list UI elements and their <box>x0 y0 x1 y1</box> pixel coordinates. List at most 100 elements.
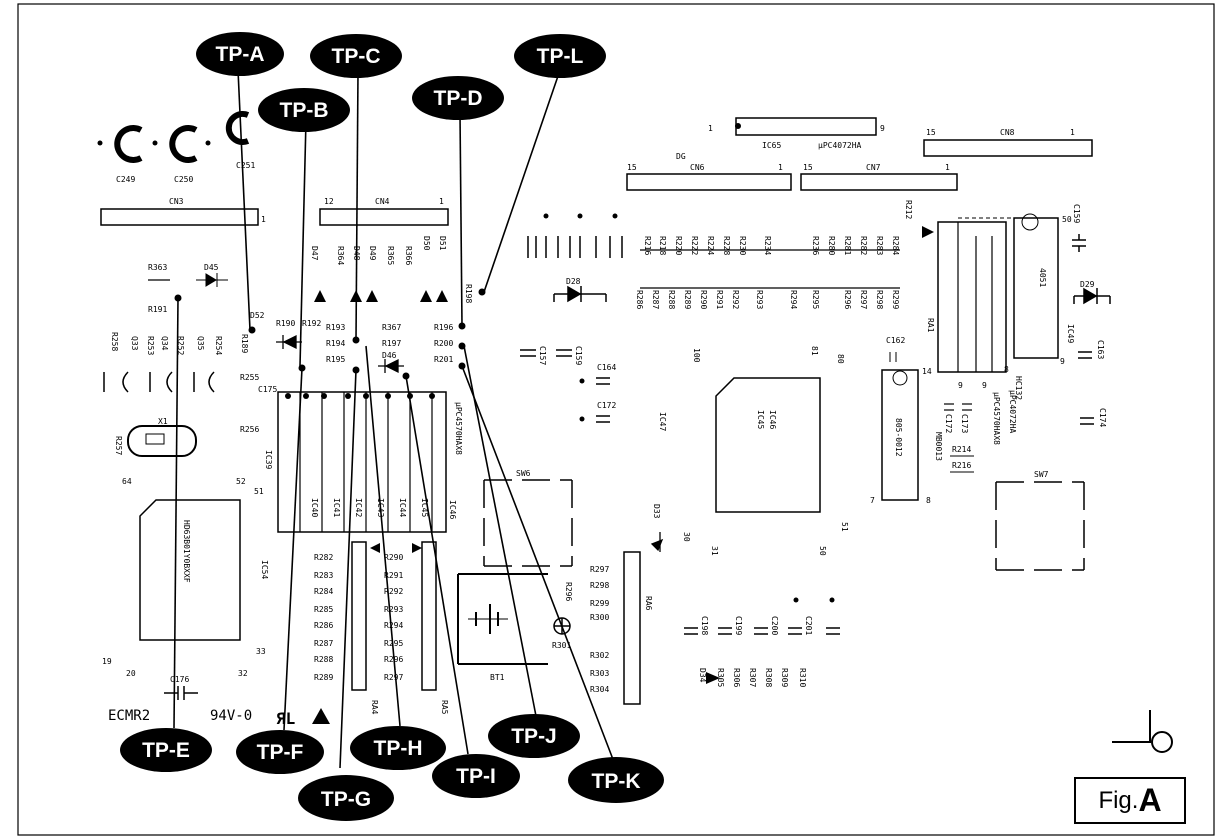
svg-text:R298: R298 <box>590 581 609 590</box>
svg-text:R294: R294 <box>789 290 798 309</box>
svg-text:R212: R212 <box>904 200 913 219</box>
test-point-tp-h[interactable]: TP-H <box>350 726 446 770</box>
svg-text:R287: R287 <box>651 290 660 309</box>
svg-text:IC65: IC65 <box>762 141 781 150</box>
svg-text:R367: R367 <box>382 323 401 332</box>
svg-text:DG: DG <box>676 152 686 161</box>
test-point-tp-g[interactable]: TP-G <box>298 775 394 821</box>
svg-text:μPC4570HAX8: μPC4570HAX8 <box>992 392 1001 445</box>
test-point-tp-e[interactable]: TP-E <box>120 728 212 772</box>
test-point-tp-f[interactable]: TP-F <box>236 730 324 774</box>
svg-text:R286: R286 <box>314 621 333 630</box>
svg-text:C162: C162 <box>886 336 905 345</box>
svg-text:R302: R302 <box>590 651 609 660</box>
svg-text:30: 30 <box>682 532 691 542</box>
ground-symbol-icon <box>1112 710 1173 753</box>
svg-text:IC44: IC44 <box>398 498 407 517</box>
ic65-chip <box>735 117 877 136</box>
diode-d33 <box>650 532 664 552</box>
svg-text:R292: R292 <box>384 587 403 596</box>
svg-text:R228: R228 <box>722 236 731 255</box>
svg-text:C157: C157 <box>538 346 547 365</box>
test-point-tp-j[interactable]: TP-J <box>488 714 580 758</box>
capacitor-c163 <box>1072 234 1086 252</box>
svg-text:R295: R295 <box>384 639 403 648</box>
svg-text:R303: R303 <box>590 669 609 678</box>
svg-text:1: 1 <box>778 163 783 172</box>
svg-text:R297: R297 <box>384 673 403 682</box>
svg-text:C172: C172 <box>944 414 953 433</box>
svg-text:64: 64 <box>122 477 132 486</box>
cn3-label: CN3 <box>169 197 184 206</box>
svg-text:9: 9 <box>1060 357 1065 366</box>
svg-text:R297: R297 <box>590 565 609 574</box>
test-point-tp-b[interactable]: TP-B <box>258 88 350 132</box>
svg-text:805-0012: 805-0012 <box>894 418 903 457</box>
cn8-label: CN8 <box>1000 128 1015 137</box>
test-point-tp-k[interactable]: TP-K <box>568 757 664 803</box>
svg-text:R289: R289 <box>683 290 692 309</box>
svg-text:R214: R214 <box>952 445 971 454</box>
diode-d28 <box>553 285 607 303</box>
test-point-tp-d[interactable]: TP-D <box>412 76 504 120</box>
svg-text:R196: R196 <box>434 323 453 332</box>
test-point-tp-a[interactable]: TP-A <box>196 32 284 76</box>
svg-text:9: 9 <box>880 124 885 133</box>
svg-text:50: 50 <box>818 546 827 556</box>
svg-text:TP-E: TP-E <box>142 739 190 762</box>
svg-text:Q35: Q35 <box>196 336 205 351</box>
cn4-label: CN4 <box>375 197 390 206</box>
resistor-array-ra5 <box>421 541 437 691</box>
capacitor-labels-row: C198 C199 C200 C201 <box>700 616 813 635</box>
svg-text:R291: R291 <box>715 290 724 309</box>
test-point-tp-l[interactable]: TP-L <box>514 34 606 78</box>
resistor-array-ra4 <box>351 541 367 691</box>
svg-text:R307: R307 <box>748 668 757 687</box>
svg-text:R197: R197 <box>382 339 401 348</box>
svg-text:R198: R198 <box>464 284 473 303</box>
svg-text:R195: R195 <box>326 355 345 364</box>
test-point-tp-i[interactable]: TP-I <box>432 754 520 798</box>
svg-text:7: 7 <box>870 496 875 505</box>
svg-text:R293: R293 <box>384 605 403 614</box>
c251-label: C251 <box>236 161 255 170</box>
svg-text:ЯL: ЯL <box>276 709 295 728</box>
svg-text:R292: R292 <box>731 290 740 309</box>
test-point-tp-c[interactable]: TP-C <box>310 34 402 78</box>
svg-text:1: 1 <box>439 197 444 206</box>
resistor-cluster-smudged <box>527 236 623 258</box>
svg-text:C174: C174 <box>1098 408 1107 427</box>
svg-text:52: 52 <box>236 477 246 486</box>
svg-text:TP-C: TP-C <box>332 45 381 68</box>
svg-text:R230: R230 <box>738 236 747 255</box>
svg-text:μPC4072HA: μPC4072HA <box>818 141 862 150</box>
svg-text:14: 14 <box>922 367 932 376</box>
svg-text:R309: R309 <box>780 668 789 687</box>
svg-text:D45: D45 <box>204 263 219 272</box>
svg-text:HD63B01Y0BXXF: HD63B01Y0BXXF <box>182 520 191 583</box>
svg-text:RA5: RA5 <box>440 700 449 715</box>
svg-text:C159: C159 <box>1072 204 1081 223</box>
svg-text:HC132: HC132 <box>1014 376 1023 400</box>
svg-text:IC45: IC45 <box>756 410 765 429</box>
svg-text:D49: D49 <box>368 246 377 261</box>
svg-text:80: 80 <box>836 354 845 364</box>
svg-text:R200: R200 <box>434 339 453 348</box>
svg-text:IC41: IC41 <box>332 498 341 517</box>
test-point-leaders <box>173 69 615 769</box>
svg-text:MB0013: MB0013 <box>934 432 943 461</box>
svg-text:R366: R366 <box>404 246 413 265</box>
svg-text:C163: C163 <box>1096 340 1105 359</box>
svg-text:SW6: SW6 <box>516 469 531 478</box>
svg-text:R290: R290 <box>384 553 403 562</box>
board-id-text: ECMR2 <box>108 708 151 724</box>
test-point-dots <box>174 288 486 380</box>
resistor-column-r297-r304: R297 R298 R299 R300 R302 R303 R304 <box>590 565 609 694</box>
svg-text:IC39: IC39 <box>264 450 273 469</box>
svg-text:R304: R304 <box>590 685 609 694</box>
svg-text:8: 8 <box>1004 365 1009 374</box>
svg-text:9: 9 <box>958 381 963 390</box>
svg-text:1: 1 <box>261 215 266 224</box>
svg-text:R365: R365 <box>386 246 395 265</box>
svg-text:IC46: IC46 <box>768 410 777 429</box>
